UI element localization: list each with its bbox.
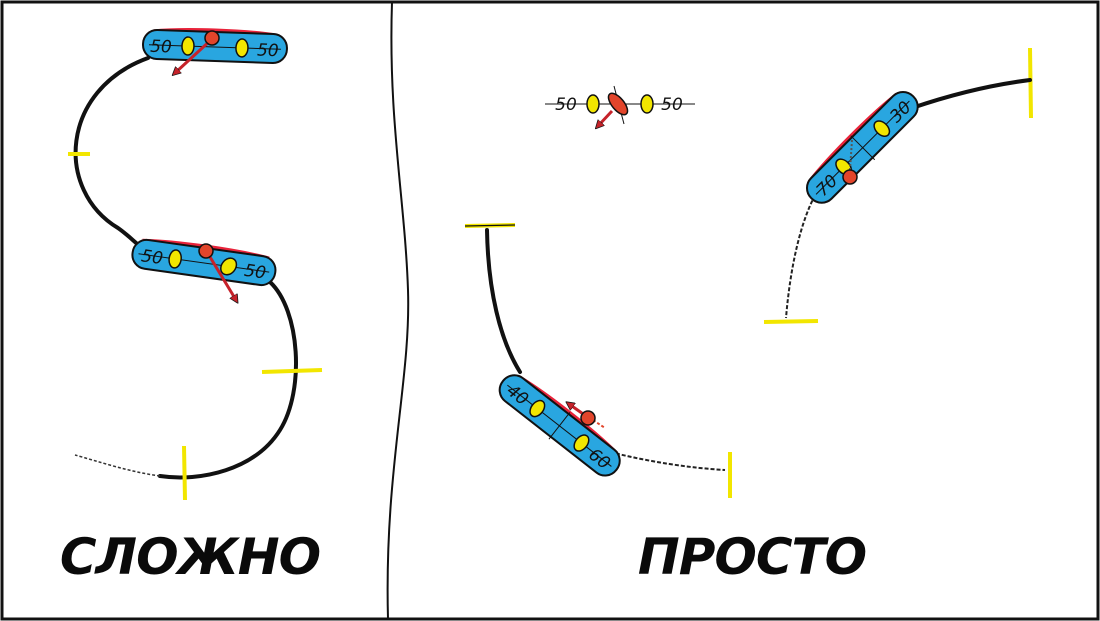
binding-right bbox=[573, 434, 590, 452]
snowboard-top: 50 50 bbox=[142, 28, 288, 65]
caption-left: СЛОЖНО bbox=[60, 528, 320, 586]
snowboard-lower: 40 60 bbox=[498, 374, 621, 477]
legend-mini-board: 50 50 bbox=[545, 85, 695, 126]
board-axis bbox=[138, 253, 270, 273]
snowboard-middle: 50 50 bbox=[131, 238, 277, 287]
caption-right: ПРОСТО bbox=[638, 528, 866, 586]
legend-right-label: 50 bbox=[661, 95, 683, 115]
weight-left-label: 50 bbox=[150, 37, 172, 58]
weight-right-label: 50 bbox=[243, 261, 267, 284]
board-axis bbox=[148, 44, 281, 50]
center-of-mass-marker bbox=[580, 410, 596, 426]
weight-shift-arrow bbox=[598, 109, 614, 126]
binding-left bbox=[168, 249, 182, 269]
legend-left-label: 50 bbox=[555, 95, 577, 115]
right-track-lower-tail bbox=[609, 451, 726, 471]
panel-divider bbox=[386, 1, 410, 620]
binding-right bbox=[873, 120, 891, 138]
center-of-mass-marker bbox=[204, 30, 220, 46]
binding-left bbox=[529, 399, 546, 418]
weight-shift-arrow bbox=[175, 37, 214, 73]
weight-left-label: 50 bbox=[140, 246, 164, 269]
binding-left bbox=[586, 94, 600, 114]
weight-trace bbox=[592, 419, 606, 429]
binding-right bbox=[640, 94, 654, 114]
binding-right bbox=[235, 38, 249, 58]
right-track-upper bbox=[910, 78, 1032, 110]
right-track-lower bbox=[485, 228, 522, 374]
weight-shift-arrow bbox=[205, 251, 236, 300]
right-panel: 50 50 40 60 bbox=[464, 47, 1033, 586]
weight-trace bbox=[849, 139, 853, 171]
checkpoint-marker bbox=[261, 368, 323, 374]
board-axis bbox=[850, 135, 876, 161]
right-track-upper-tail bbox=[785, 189, 819, 319]
checkpoint-marker bbox=[1028, 47, 1033, 119]
binding-right bbox=[220, 257, 238, 276]
binding-left bbox=[181, 36, 195, 56]
weight-right-label: 50 bbox=[257, 40, 279, 61]
snowboard-upper: 70 30 bbox=[805, 90, 919, 204]
left-track-upper bbox=[73, 56, 162, 260]
left-panel: 50 50 50 50 СЛОЖНО bbox=[60, 28, 323, 586]
left-track-lower bbox=[158, 280, 298, 480]
checkpoint-outline bbox=[464, 224, 516, 227]
center-of-mass-marker bbox=[842, 169, 858, 185]
left-track-tail bbox=[74, 454, 161, 477]
center-of-mass-marker bbox=[198, 243, 214, 259]
board-axis bbox=[548, 412, 571, 440]
center-of-mass-marker bbox=[607, 92, 629, 116]
checkpoint-marker bbox=[182, 445, 187, 501]
checkpoint-marker bbox=[763, 319, 819, 324]
